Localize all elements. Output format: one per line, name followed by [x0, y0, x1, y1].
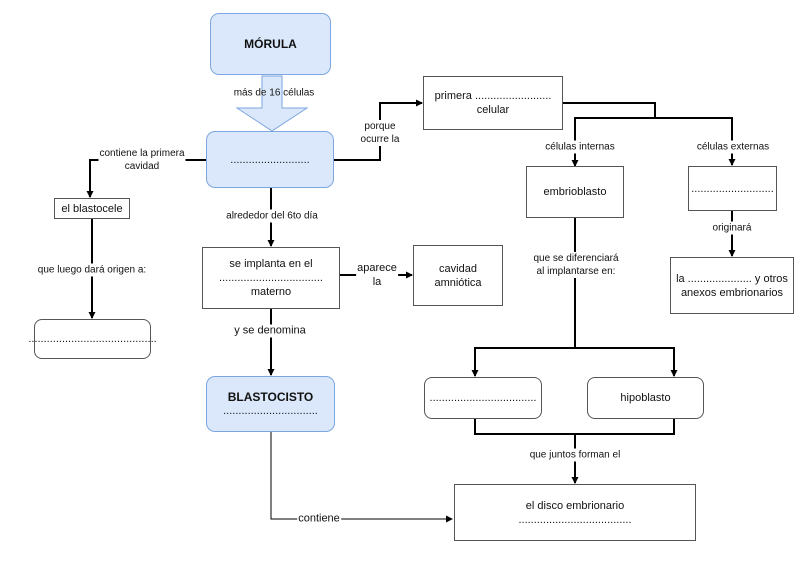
contiene-line2: cavidad [124, 161, 160, 172]
blastocele-text: el blastocele [61, 202, 123, 215]
anexos-line2: anexos embrionarios [680, 286, 784, 299]
label-porque: porque ocurre la [359, 120, 401, 146]
node-blank-epi[interactable]: ................................... [424, 377, 542, 419]
edge-embrioblasto-split [471, 218, 576, 377]
cavidad-line1: cavidad [439, 262, 477, 275]
blastocisto-line2: ............................... [223, 405, 318, 417]
porque-line2: ocurre la [360, 134, 400, 145]
block-arrow [235, 75, 309, 132]
implanta-line2: .................................. [219, 272, 323, 284]
label-aparece: aparece la [356, 261, 398, 289]
label-contiene-primera: contiene la primera cavidad [98, 147, 186, 173]
hipoblasto-text: hipoblasto [620, 392, 671, 404]
node-hipoblasto[interactable]: hipoblasto [587, 377, 704, 419]
edge-join [474, 419, 675, 435]
label-mas-16: más de 16 células [233, 87, 315, 99]
edge-to-hipoblasto [575, 347, 678, 377]
porque-line1: porque [364, 121, 396, 132]
node-disco[interactable]: el disco embrionario ...................… [454, 484, 696, 541]
dif-line1: que se diferenciará [533, 253, 619, 264]
edge-blastocisto-disco [270, 432, 453, 523]
node-primera[interactable]: primera ......................... celula… [423, 76, 563, 130]
node-cavidad[interactable]: cavidad amniótica [413, 245, 503, 306]
blank-left-text: ........................................… [28, 333, 157, 345]
implanta-line1: se implanta en el [229, 258, 313, 270]
primera-line1: primera ......................... [434, 90, 552, 102]
contiene-line1: contiene la primera [99, 148, 185, 159]
node-blank-left[interactable]: ........................................… [28, 319, 157, 359]
dif-line2: al implantarse en: [536, 266, 616, 277]
node-blank-top[interactable]: .......................... [206, 131, 334, 188]
blank-ext-text: ........................... [691, 182, 774, 195]
morula-text: MÓRULA [244, 37, 297, 51]
blank-top-text: .......................... [230, 153, 310, 166]
node-anexos[interactable]: la ..................... y otros anexos … [670, 257, 794, 314]
node-blastocisto[interactable]: BLASTOCISTO ............................… [206, 376, 335, 432]
anexos-line1: la ..................... y otros [676, 272, 788, 285]
disco-line1: el disco embrionario [525, 499, 625, 512]
blank-epi-text: ................................... [429, 392, 537, 404]
node-morula[interactable]: MÓRULA [210, 13, 331, 75]
label-contiene-bottom: contiene [297, 512, 341, 526]
label-alrededor: alrededor del 6to día [225, 209, 319, 223]
implanta-line3: materno [250, 286, 292, 298]
cavidad-line2: amniótica [434, 276, 482, 289]
primera-line2: celular [476, 104, 510, 116]
node-embrioblasto[interactable]: embrioblasto [526, 166, 624, 218]
label-cel-ext: células externas [695, 140, 771, 154]
blastocisto-line1: BLASTOCISTO [227, 390, 314, 404]
edge-primera-split [563, 102, 656, 167]
node-blastocele[interactable]: el blastocele [54, 198, 130, 219]
embrioblasto-text: embrioblasto [543, 186, 607, 198]
label-cel-int: células internas [544, 140, 616, 154]
label-denomina: y se denomina [233, 324, 307, 338]
node-blank-ext[interactable]: ........................... [688, 166, 777, 211]
label-luego: que luego dará origen a: [36, 263, 148, 277]
aparece-line2: la [372, 276, 382, 288]
label-juntos: que juntos forman el [528, 448, 622, 462]
aparece-line1: aparece [357, 262, 397, 274]
node-implanta[interactable]: se implanta en el ......................… [202, 247, 340, 309]
disco-line2: ..................................... [518, 513, 632, 526]
label-diferenciara: que se diferenciará al implantarse en: [532, 252, 620, 278]
label-originara: originará [711, 221, 753, 235]
